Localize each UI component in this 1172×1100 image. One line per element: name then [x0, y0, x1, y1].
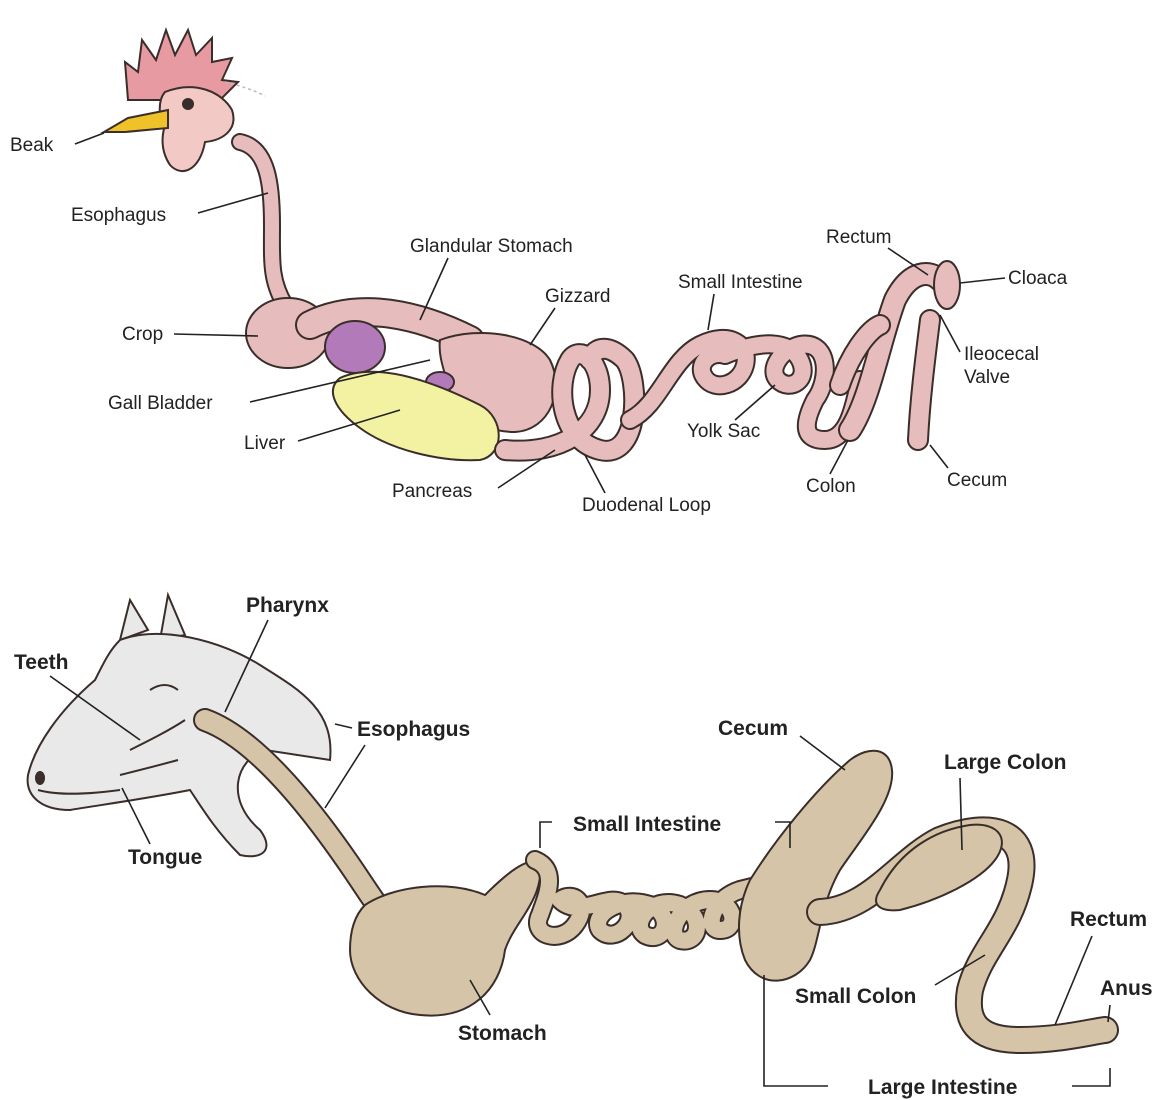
- label-large-colon: Large Colon: [944, 751, 1067, 774]
- label-colon: Colon: [806, 476, 856, 497]
- label-crop: Crop: [122, 324, 163, 345]
- label-glandular-stomach: Glandular Stomach: [410, 236, 573, 257]
- chicken-cloaca: [934, 261, 960, 309]
- chicken-face: [160, 87, 234, 171]
- label-rectum-horse: Rectum: [1070, 908, 1147, 931]
- label-beak: Beak: [10, 135, 54, 156]
- label-teeth: Teeth: [14, 651, 68, 674]
- label-large-intestine: Large Intestine: [868, 1076, 1017, 1099]
- label-yolk-sac: Yolk Sac: [687, 421, 760, 442]
- label-ileocecal-line2: Valve: [964, 367, 1010, 388]
- horse-diagram: Pharynx Teeth Esophagus Tongue Cecum Lar…: [14, 594, 1153, 1099]
- label-stomach: Stomach: [458, 1022, 547, 1045]
- chicken-gall-bladder: [325, 321, 385, 373]
- horse-head: [28, 595, 331, 856]
- label-tongue: Tongue: [128, 846, 202, 869]
- label-small-intestine-horse: Small Intestine: [573, 813, 721, 836]
- label-liver: Liver: [244, 433, 286, 454]
- label-cloaca: Cloaca: [1008, 268, 1068, 289]
- chicken-beak: [104, 110, 168, 132]
- horse-large-colon: [876, 825, 1002, 911]
- label-esophagus-horse: Esophagus: [357, 718, 470, 741]
- label-gall-bladder: Gall Bladder: [108, 393, 213, 414]
- label-small-colon: Small Colon: [795, 985, 916, 1008]
- chicken-eye: [182, 98, 194, 110]
- horse-cecum: [739, 751, 892, 981]
- label-pharynx: Pharynx: [246, 594, 329, 617]
- label-small-intestine: Small Intestine: [678, 272, 803, 293]
- label-rectum: Rectum: [826, 227, 891, 248]
- horse-stomach: [350, 860, 541, 1016]
- chicken-diagram: Beak Esophagus Glandular Stomach Gizzard…: [10, 30, 1068, 516]
- label-ileocecal-line1: Ileocecal: [964, 344, 1039, 365]
- horse-head-shape: [28, 634, 331, 856]
- label-anus: Anus: [1100, 977, 1153, 1000]
- label-pancreas: Pancreas: [392, 481, 472, 502]
- label-esophagus: Esophagus: [71, 205, 166, 226]
- label-gizzard: Gizzard: [545, 286, 610, 307]
- label-cecum: Cecum: [947, 470, 1007, 491]
- label-duodenal-loop: Duodenal Loop: [582, 495, 711, 516]
- label-cecum-horse: Cecum: [718, 717, 788, 740]
